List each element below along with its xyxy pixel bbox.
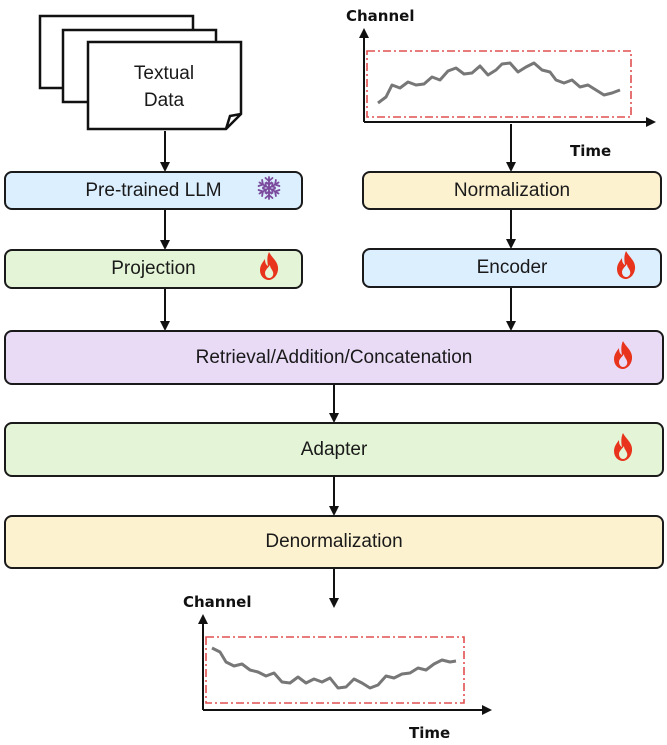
- input-chart-window: [366, 50, 632, 118]
- textual-data-documents: Textual Data: [38, 14, 243, 131]
- output-chart-series: [211, 646, 457, 690]
- fusion-label: Retrieval/Addition/Concatenation: [195, 346, 473, 368]
- flame-icon: [612, 432, 634, 468]
- output-chart-xlabel: Time: [409, 724, 450, 742]
- output-chart: Channel Time: [183, 593, 492, 742]
- encoder-label: Encoder: [476, 257, 548, 278]
- input-chart-ylabel: Channel: [346, 7, 414, 25]
- fusion-box: Retrieval/Addition/Concatenation: [4, 330, 664, 385]
- pretrained-llm-box: Pre-trained LLM: [4, 171, 303, 210]
- encoder-box: Encoder: [362, 248, 662, 288]
- output-chart-ylabel: Channel: [183, 593, 251, 611]
- documents-line-2: Data: [144, 90, 185, 111]
- flame-icon: [258, 251, 280, 287]
- flame-icon: [615, 250, 637, 286]
- adapter-label: Adapter: [300, 438, 368, 460]
- input-chart-xlabel: Time: [570, 142, 611, 160]
- denormalization-label: Denormalization: [265, 531, 403, 552]
- pretrained-llm-label: Pre-trained LLM: [85, 179, 222, 201]
- normalization-box: Normalization: [362, 171, 662, 210]
- normalization-label: Normalization: [453, 179, 571, 201]
- denormalization-box: Denormalization: [4, 515, 664, 569]
- flow-arrows: [160, 124, 516, 608]
- snowflake-icon: [255, 174, 283, 208]
- input-chart: Channel Time: [346, 7, 656, 160]
- adapter-box: Adapter: [4, 422, 664, 477]
- projection-label: Projection: [111, 258, 196, 279]
- projection-box: Projection: [4, 249, 303, 289]
- output-chart-window: [205, 636, 465, 704]
- flame-icon: [612, 340, 634, 376]
- input-chart-series: [377, 61, 621, 105]
- documents-line-1: Textual: [134, 63, 194, 84]
